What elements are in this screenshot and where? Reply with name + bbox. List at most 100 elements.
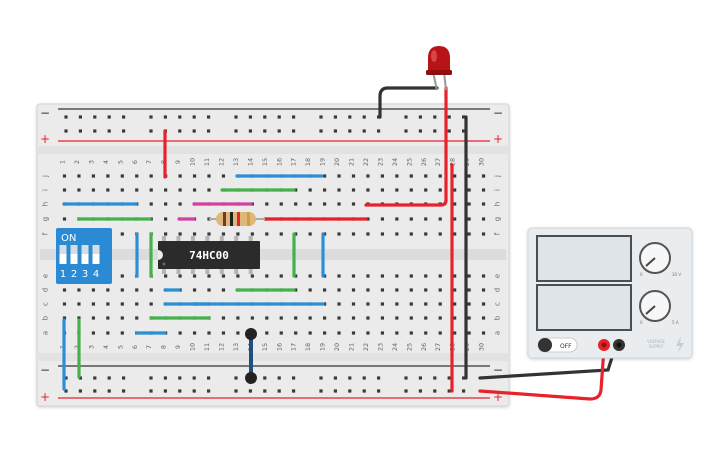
breadboard-hole[interactable] xyxy=(481,202,486,206)
breadboard-hole[interactable] xyxy=(178,202,182,206)
breadboard-hole[interactable] xyxy=(467,217,471,221)
breadboard-hole[interactable] xyxy=(351,188,356,192)
breadboard-hole[interactable] xyxy=(292,115,296,119)
breadboard-hole[interactable] xyxy=(366,188,370,192)
breadboard-hole[interactable] xyxy=(362,389,366,393)
ic-chip-icon[interactable]: 74HC00 xyxy=(158,236,260,274)
breadboard-hole[interactable] xyxy=(178,115,182,119)
breadboard-hole[interactable] xyxy=(192,376,196,380)
breadboard-hole[interactable] xyxy=(424,174,428,178)
breadboard-hole[interactable] xyxy=(418,115,422,119)
breadboard-hole[interactable] xyxy=(279,316,283,320)
breadboard-hole[interactable] xyxy=(418,376,422,380)
breadboard-hole[interactable] xyxy=(409,288,413,292)
breadboard-hole[interactable] xyxy=(149,202,153,206)
breadboard-hole[interactable] xyxy=(467,202,471,206)
breadboard-hole[interactable] xyxy=(433,129,437,133)
breadboard-hole[interactable] xyxy=(178,129,182,133)
breadboard-hole[interactable] xyxy=(62,302,67,306)
breadboard-hole[interactable] xyxy=(91,302,95,306)
breadboard-hole[interactable] xyxy=(404,115,408,119)
breadboard-hole[interactable] xyxy=(265,202,269,206)
breadboard-hole[interactable] xyxy=(120,274,124,278)
breadboard-hole[interactable] xyxy=(192,274,197,278)
breadboard-hole[interactable] xyxy=(447,376,451,380)
breadboard-hole[interactable] xyxy=(277,389,281,393)
breadboard-hole[interactable] xyxy=(366,174,370,178)
breadboard-hole[interactable] xyxy=(93,129,97,133)
breadboard-hole[interactable] xyxy=(337,288,341,292)
breadboard-hole[interactable] xyxy=(78,389,82,393)
breadboard-hole[interactable] xyxy=(453,331,457,335)
breadboard-hole[interactable] xyxy=(106,331,110,335)
breadboard-hole[interactable] xyxy=(467,188,471,192)
breadboard-hole[interactable] xyxy=(221,331,226,335)
breadboard-hole[interactable] xyxy=(333,389,337,393)
breadboard-hole[interactable] xyxy=(424,288,428,292)
breadboard-hole[interactable] xyxy=(263,376,267,380)
breadboard-hole[interactable] xyxy=(207,232,211,236)
breadboard-hole[interactable] xyxy=(337,316,341,320)
breadboard-hole[interactable] xyxy=(122,376,126,380)
breadboard-hole[interactable] xyxy=(462,115,466,119)
breadboard-hole[interactable] xyxy=(234,389,238,393)
dip-toggle[interactable] xyxy=(92,245,100,264)
breadboard-hole[interactable] xyxy=(236,331,240,335)
breadboard-hole[interactable] xyxy=(178,376,182,380)
breadboard-hole[interactable] xyxy=(277,376,281,380)
breadboard-hole[interactable] xyxy=(481,331,486,335)
breadboard-hole[interactable] xyxy=(362,115,366,119)
breadboard-hole[interactable] xyxy=(362,129,366,133)
breadboard-hole[interactable] xyxy=(221,274,226,278)
resistor-icon[interactable] xyxy=(209,212,265,226)
breadboard-hole[interactable] xyxy=(348,129,352,133)
breadboard-hole[interactable] xyxy=(467,174,471,178)
breadboard-hole[interactable] xyxy=(447,129,451,133)
breadboard-hole[interactable] xyxy=(323,188,327,192)
breadboard-hole[interactable] xyxy=(265,331,269,335)
breadboard-hole[interactable] xyxy=(294,316,298,320)
breadboard-hole[interactable] xyxy=(409,217,413,221)
jumper-wires[interactable] xyxy=(62,129,368,391)
breadboard-hole[interactable] xyxy=(149,389,153,393)
breadboard-hole[interactable] xyxy=(453,188,457,192)
breadboard-hole[interactable] xyxy=(106,174,110,178)
breadboard-hole[interactable] xyxy=(236,316,240,320)
breadboard-hole[interactable] xyxy=(164,274,168,278)
breadboard-hole[interactable] xyxy=(178,232,182,236)
breadboard-hole[interactable] xyxy=(91,316,95,320)
breadboard-hole[interactable] xyxy=(107,389,111,393)
breadboard-hole[interactable] xyxy=(467,274,471,278)
breadboard-hole[interactable] xyxy=(120,331,124,335)
breadboard-hole[interactable] xyxy=(163,115,167,119)
breadboard-hole[interactable] xyxy=(366,331,370,335)
breadboard-hole[interactable] xyxy=(337,302,341,306)
breadboard-hole[interactable] xyxy=(380,316,384,320)
breadboard-hole[interactable] xyxy=(122,129,126,133)
led-icon[interactable] xyxy=(426,46,452,91)
breadboard-hole[interactable] xyxy=(106,316,110,320)
breadboard-hole[interactable] xyxy=(292,129,296,133)
breadboard-hole[interactable] xyxy=(77,302,81,306)
breadboard-hole[interactable] xyxy=(107,115,111,119)
breadboard-hole[interactable] xyxy=(351,288,356,292)
breadboard-hole[interactable] xyxy=(380,188,384,192)
breadboard-hole[interactable] xyxy=(236,232,240,236)
breadboard-hole[interactable] xyxy=(279,202,283,206)
breadboard-hole[interactable] xyxy=(438,217,442,221)
breadboard-hole[interactable] xyxy=(178,174,182,178)
breadboard-hole[interactable] xyxy=(481,288,486,292)
breadboard-hole[interactable] xyxy=(62,188,67,192)
breadboard-hole[interactable] xyxy=(424,188,428,192)
breadboard-hole[interactable] xyxy=(351,316,356,320)
breadboard-hole[interactable] xyxy=(433,115,437,119)
breadboard-hole[interactable] xyxy=(221,232,226,236)
breadboard-hole[interactable] xyxy=(120,174,124,178)
breadboard-hole[interactable] xyxy=(453,232,457,236)
breadboard-hole[interactable] xyxy=(395,188,399,192)
breadboard-hole[interactable] xyxy=(395,288,399,292)
breadboard-hole[interactable] xyxy=(178,274,182,278)
breadboard-hole[interactable] xyxy=(64,129,68,133)
breadboard-hole[interactable] xyxy=(337,202,341,206)
breadboard-hole[interactable] xyxy=(294,288,298,292)
